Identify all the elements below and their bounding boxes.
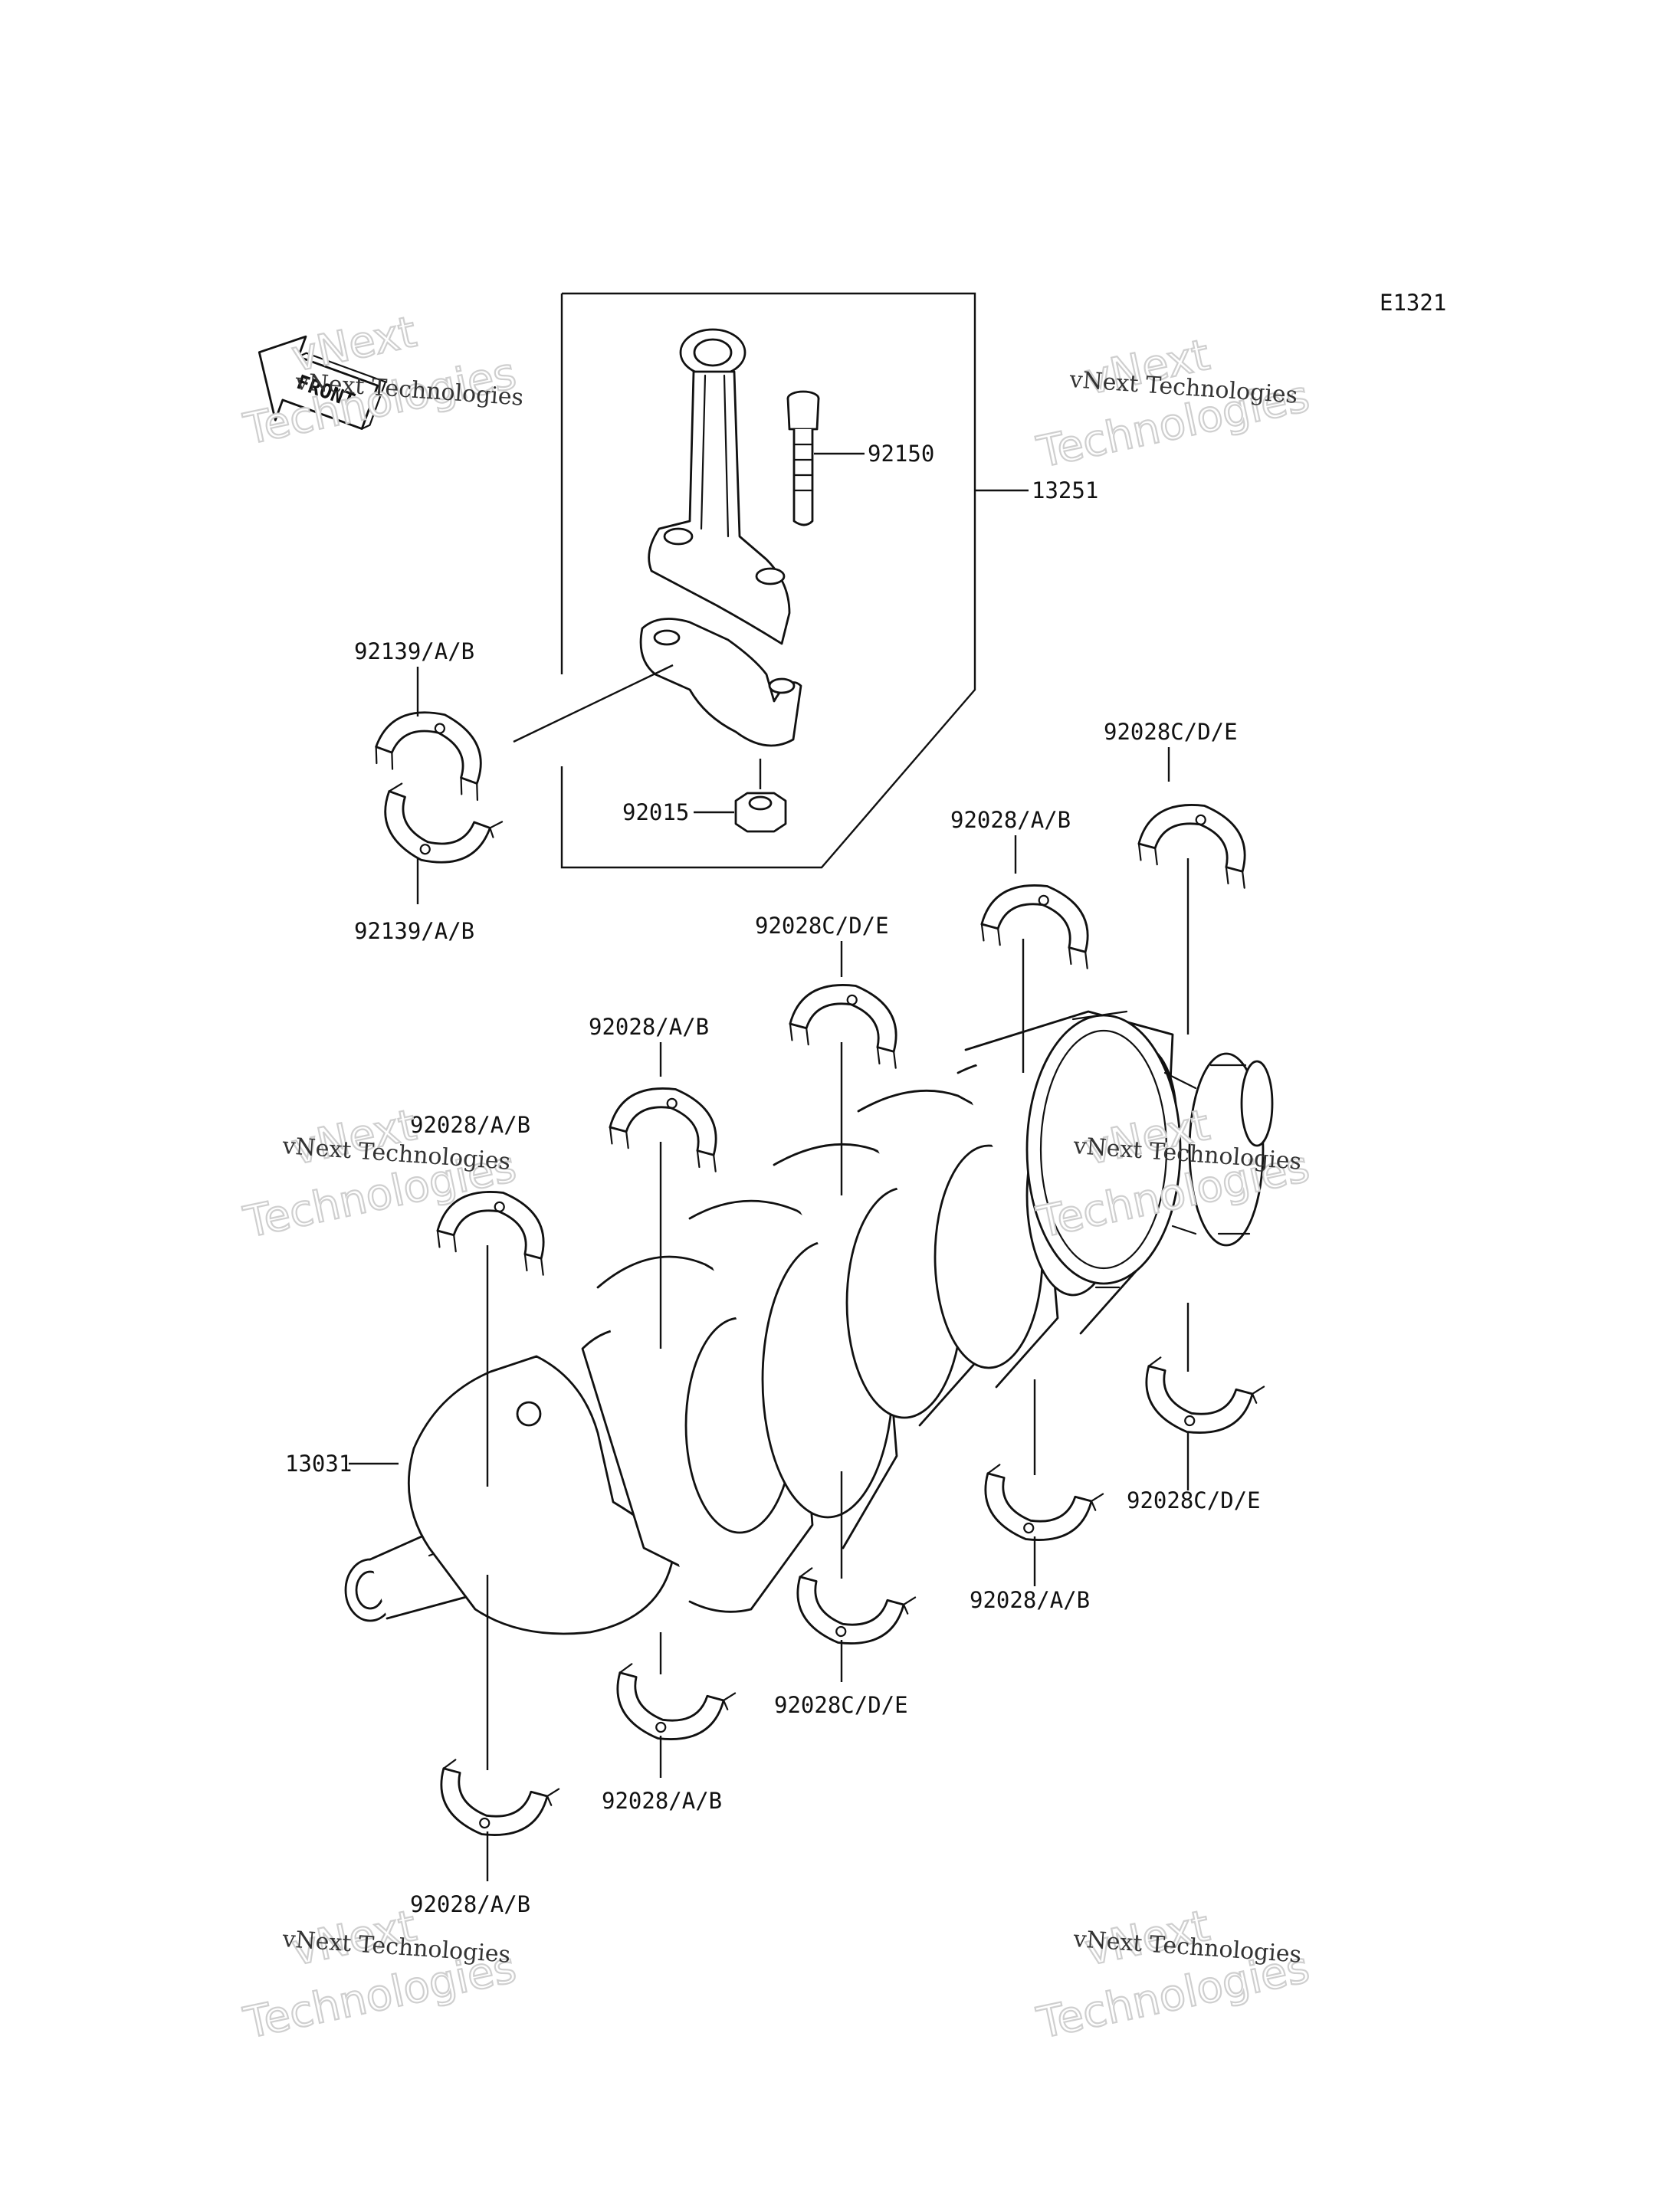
main-bearing-upper-4 — [605, 1074, 735, 1173]
label-92028ab-6: 92028/A/B — [410, 1891, 530, 1917]
rod-bolt — [786, 390, 820, 526]
connecting-rod — [639, 328, 802, 747]
label-92028ab-3: 92028/A/B — [410, 1112, 530, 1138]
label-13031: 13031 — [285, 1451, 352, 1477]
main-bearing-lower-2 — [973, 1461, 1104, 1557]
label-92015: 92015 — [622, 799, 689, 825]
main-bearing-lower-5 — [428, 1756, 560, 1852]
label-92028cde-3: 92028C/D/E — [1127, 1487, 1261, 1513]
label-92028ab-1: 92028/A/B — [950, 807, 1071, 833]
main-bearing-upper-2 — [976, 871, 1107, 970]
label-92028ab-2: 92028/A/B — [589, 1014, 709, 1040]
main-bearing-lower-3 — [785, 1564, 917, 1661]
label-92150: 92150 — [868, 441, 934, 467]
main-bearing-upper-1 — [1134, 791, 1264, 890]
label-92028ab-4: 92028/A/B — [970, 1587, 1090, 1613]
rod-bearing-shell-lower — [369, 779, 504, 883]
label-92139-bottom: 92139/A/B — [354, 918, 474, 944]
label-92028cde-2: 92028C/D/E — [755, 913, 889, 939]
label-13251: 13251 — [1032, 477, 1098, 503]
diagram-code: E1321 — [1380, 290, 1446, 316]
assembly-frame — [560, 292, 976, 869]
front-arrow: FRONT — [258, 335, 387, 430]
main-bearing-lower-4 — [605, 1660, 737, 1756]
label-92139-top: 92139/A/B — [354, 638, 474, 664]
main-bearing-upper-3 — [785, 971, 915, 1070]
label-92028cde-1: 92028C/D/E — [1104, 719, 1238, 745]
main-bearing-lower-1 — [1134, 1353, 1265, 1450]
rod-nut — [734, 792, 787, 833]
rod-bearing-shell-upper — [369, 695, 503, 802]
label-92028cde-4: 92028C/D/E — [774, 1692, 908, 1718]
crankshaft — [344, 1010, 1274, 1635]
label-92028ab-5: 92028/A/B — [602, 1788, 722, 1814]
